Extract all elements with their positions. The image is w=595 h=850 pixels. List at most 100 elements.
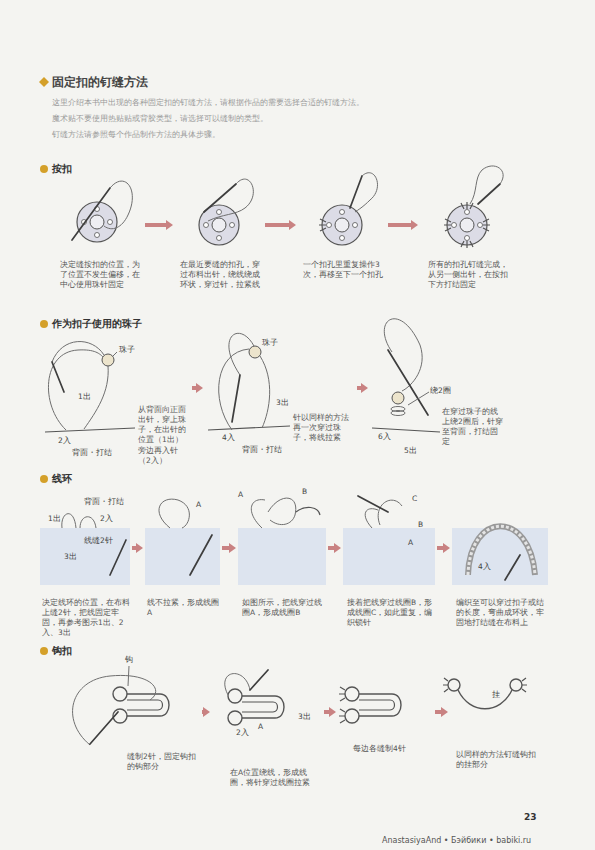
arrow-head — [229, 543, 236, 553]
step: 从背面向正面出针，穿上珠子，在出针的位置（1出）旁边再入针（2入） — [40, 335, 190, 466]
arrow-head — [289, 220, 296, 230]
thread-loop — [378, 500, 402, 525]
thread-loop — [159, 499, 189, 528]
arrow-head — [361, 383, 368, 393]
callout-label: 4入 — [478, 562, 491, 571]
step-arrow — [265, 220, 296, 230]
fabric — [238, 528, 326, 585]
thread — [48, 350, 103, 430]
callout-label: 1出 — [48, 514, 61, 523]
callout-label: 3出 — [276, 398, 289, 407]
finger — [296, 507, 320, 515]
needle — [232, 375, 240, 422]
thread — [355, 173, 378, 212]
thread — [73, 675, 156, 745]
callout-label: 背面・打结 — [72, 448, 112, 457]
step: 接着把线穿过线圈B，形成线圈C，如此重复，编织锁针 — [343, 493, 435, 628]
fabric-line — [208, 426, 290, 430]
leader-line — [408, 392, 429, 405]
callout-label: 4入 — [222, 433, 235, 442]
arrow-stem — [324, 710, 329, 714]
bead — [249, 346, 261, 358]
section-heading: 线环 — [52, 473, 72, 485]
thread — [80, 517, 96, 528]
needle — [52, 362, 64, 392]
step-caption: 线不拉紧，形成线圈A — [147, 598, 219, 618]
thread — [260, 356, 270, 428]
callout-label: 6入 — [378, 432, 391, 441]
leader-line — [128, 666, 129, 686]
step: 所有的扣孔钉缝完成，从另一侧出针，在按扣下方打结固定 — [420, 182, 515, 290]
fabric — [343, 528, 435, 585]
needle — [250, 670, 268, 690]
step-caption: 决定线环的位置，在布料上缝2针，把线固定牢固，再参考图示1出、2入、3出 — [42, 598, 130, 639]
stitches — [339, 687, 345, 723]
callout-label: 绕2圈 — [430, 386, 451, 395]
callout-label: 珠子 — [119, 345, 135, 354]
step: 线不拉紧，形成线圈A — [145, 493, 220, 618]
arrow-stem — [145, 223, 166, 227]
step-caption: 如图所示，把线穿过线圈A，形成线圈B — [242, 598, 324, 618]
needle — [72, 188, 110, 240]
section-bullet — [40, 165, 48, 173]
section-heading: 作为扣子使用的珠子 — [52, 318, 142, 330]
arrow-head — [443, 543, 450, 553]
needle — [190, 535, 212, 575]
callout-label: 2入 — [236, 728, 249, 737]
needle — [204, 184, 236, 212]
arrow-stem — [388, 223, 411, 227]
hook-eye-ring — [448, 679, 460, 691]
snap-button — [447, 205, 487, 245]
step: 如图所示，把线穿过线圈A，形成线圈B — [238, 493, 326, 618]
arrow-head — [196, 383, 203, 393]
callout-label: B — [302, 487, 307, 496]
step-caption: 编织至可以穿过扣子或结的长度，弯曲成环状，牢固地打结缝在布料上 — [456, 598, 548, 628]
arrow-head — [203, 707, 210, 717]
arrow-stem — [357, 386, 361, 390]
step-arrow — [132, 543, 143, 553]
section-bullet — [40, 475, 48, 483]
needle — [478, 184, 500, 204]
step-arrow — [202, 707, 210, 717]
needle — [388, 350, 428, 415]
page-number: 23 — [524, 812, 537, 823]
step-arrow — [222, 543, 236, 553]
arrow-head — [136, 543, 143, 553]
arrow-stem — [132, 546, 136, 550]
thread — [470, 166, 503, 204]
arrow-stem — [435, 710, 441, 714]
needle — [350, 176, 362, 208]
fabric-line — [45, 428, 135, 432]
callout-label: A — [238, 490, 243, 499]
step-caption: 所有的扣孔钉缝完成，从另一侧出针，在按扣下方打结固定 — [428, 260, 513, 290]
arrow-stem — [202, 710, 203, 714]
callout-label: A — [258, 722, 263, 731]
callout-label: 挂 — [492, 690, 500, 699]
step-arrow — [437, 543, 450, 553]
section-heading: 钩扣 — [52, 645, 72, 657]
arrow-head — [329, 707, 336, 717]
step: 在最近要缝的扣孔，穿过布料出针，绕线绕成环状，穿过针，拉紧线 — [175, 182, 263, 290]
intro-text: 魔术贴不要使用热贴贴或背胶类型，请选择可以缝制的类型。 — [52, 114, 268, 124]
thread — [208, 179, 253, 221]
callout-label: 珠子 — [262, 338, 278, 347]
thread-loop — [268, 498, 296, 525]
step-caption: 一个扣孔里重复操作3次，再移至下一个扣孔 — [303, 260, 385, 280]
arrow-stem — [328, 546, 334, 550]
callout-label: A — [408, 538, 413, 547]
hook — [228, 689, 284, 725]
arrow-stem — [222, 546, 229, 550]
callout-label: 钩 — [125, 655, 133, 664]
section-bullet — [40, 647, 48, 655]
section-bullet — [40, 320, 48, 328]
thread — [225, 674, 250, 695]
step-caption: 缝制2针，固定钩扣的钩部分 — [127, 752, 197, 772]
step: 决定线环的位置，在布料上缝2针，把线固定牢固，再参考图示1出、2入、3出 — [40, 493, 130, 639]
thread — [384, 319, 422, 391]
step-caption: 接着把线穿过线圈B，形成线圈C，如此重复，编织锁针 — [347, 598, 433, 628]
step-caption: 以同样的方法钉缝钩扣的挂部分 — [456, 750, 536, 770]
thread-loop — [365, 509, 378, 528]
step: 一个扣孔里重复操作3次，再移至下一个扣孔 — [298, 182, 386, 280]
needle — [110, 540, 126, 575]
arrow-head — [166, 220, 173, 230]
